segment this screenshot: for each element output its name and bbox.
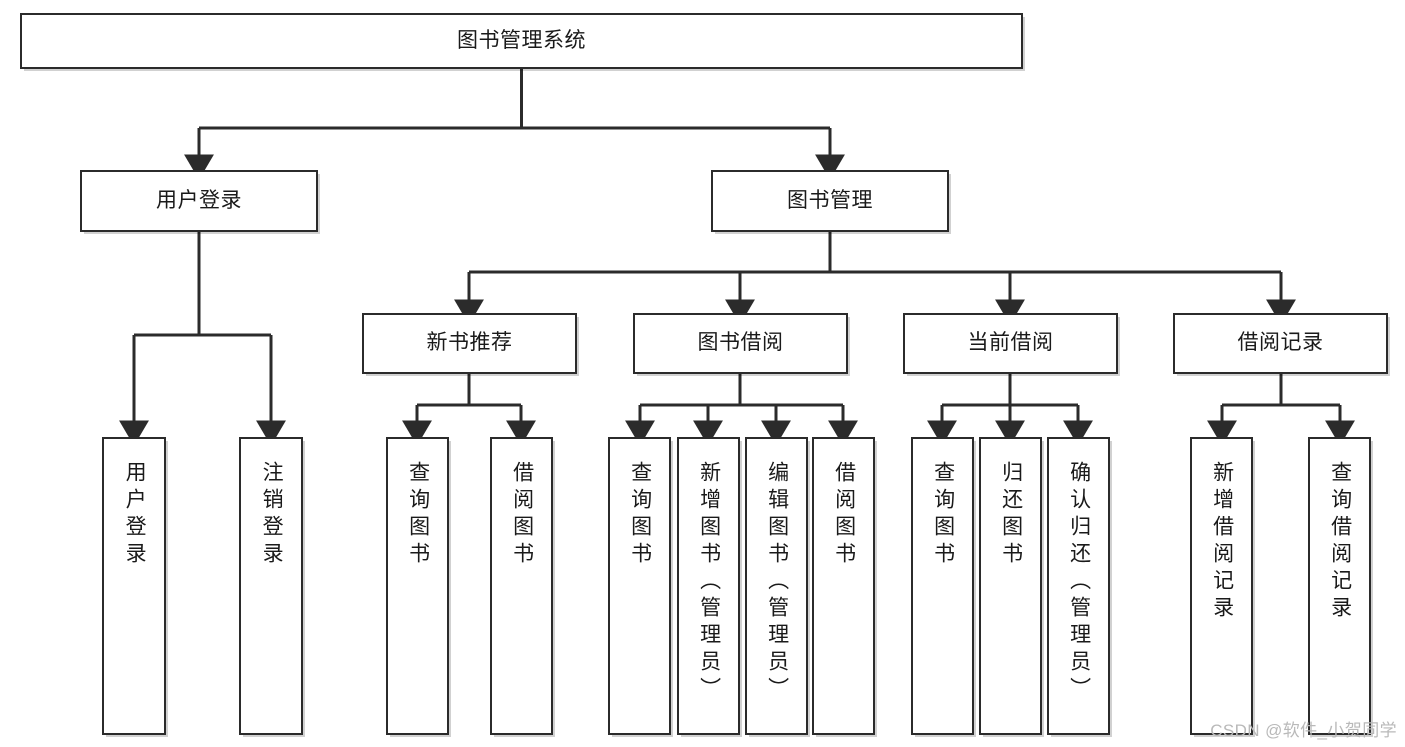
node-label: 编辑图书（管理员）: [765, 461, 789, 704]
leaf-logout[interactable]: 注销登录: [239, 437, 303, 735]
node-root-book-management-system[interactable]: 图书管理系统: [20, 13, 1023, 69]
leaf-add-book[interactable]: 新增图书（管理员）: [677, 437, 740, 735]
node-label: 查询图书: [628, 461, 652, 569]
node-label: 借阅图书: [510, 461, 534, 569]
edge-group-root: [184, 68, 845, 180]
node-label: 借阅图书: [832, 461, 856, 569]
node-label: 新书推荐: [426, 331, 513, 355]
node-label: 图书管理: [787, 188, 873, 212]
edge-group-current-borrow: [927, 374, 1093, 446]
leaf-query-book-recommend[interactable]: 查询图书: [386, 437, 449, 735]
node-label: 用户登录: [156, 188, 242, 212]
node-user-login[interactable]: 用户登录: [80, 170, 318, 232]
leaf-user-login[interactable]: 用户登录: [102, 437, 166, 735]
edge-group-user-login: [119, 232, 286, 446]
edge-group-new-book-recommend: [402, 374, 536, 446]
node-label: 查询借阅记录: [1328, 461, 1352, 623]
leaf-borrow-book[interactable]: 借阅图书: [812, 437, 875, 735]
node-new-book-recommend[interactable]: 新书推荐: [362, 313, 577, 374]
edge-group-book-borrow: [625, 374, 858, 446]
leaf-query-book-current[interactable]: 查询图书: [911, 437, 974, 735]
edge-group-book-manage: [454, 232, 1296, 325]
node-label: 注销登录: [260, 461, 284, 569]
node-book-manage[interactable]: 图书管理: [711, 170, 949, 232]
node-label: 图书借阅: [697, 331, 784, 355]
node-book-borrow[interactable]: 图书借阅: [633, 313, 848, 374]
node-label: 归还图书: [999, 461, 1023, 569]
node-label: 图书管理系统: [457, 28, 586, 52]
node-label: 新增图书（管理员）: [697, 461, 721, 704]
node-label: 借阅记录: [1237, 331, 1324, 355]
node-borrow-record[interactable]: 借阅记录: [1173, 313, 1388, 374]
node-label: 当前借阅: [967, 331, 1054, 355]
leaf-confirm-return[interactable]: 确认归还（管理员）: [1047, 437, 1110, 735]
node-label: 查询图书: [406, 461, 430, 569]
node-label: 查询图书: [931, 461, 955, 569]
leaf-return-book[interactable]: 归还图书: [979, 437, 1042, 735]
edge-group-borrow-record: [1207, 374, 1355, 446]
leaf-query-borrow-record[interactable]: 查询借阅记录: [1308, 437, 1371, 735]
leaf-add-borrow-record[interactable]: 新增借阅记录: [1190, 437, 1253, 735]
leaf-borrow-book-recommend[interactable]: 借阅图书: [490, 437, 553, 735]
node-label: 确认归还（管理员）: [1067, 461, 1091, 704]
node-label: 新增借阅记录: [1210, 461, 1234, 623]
node-label: 用户登录: [123, 461, 147, 569]
leaf-edit-book[interactable]: 编辑图书（管理员）: [745, 437, 808, 735]
node-current-borrow[interactable]: 当前借阅: [903, 313, 1118, 374]
leaf-query-book-borrow[interactable]: 查询图书: [608, 437, 671, 735]
